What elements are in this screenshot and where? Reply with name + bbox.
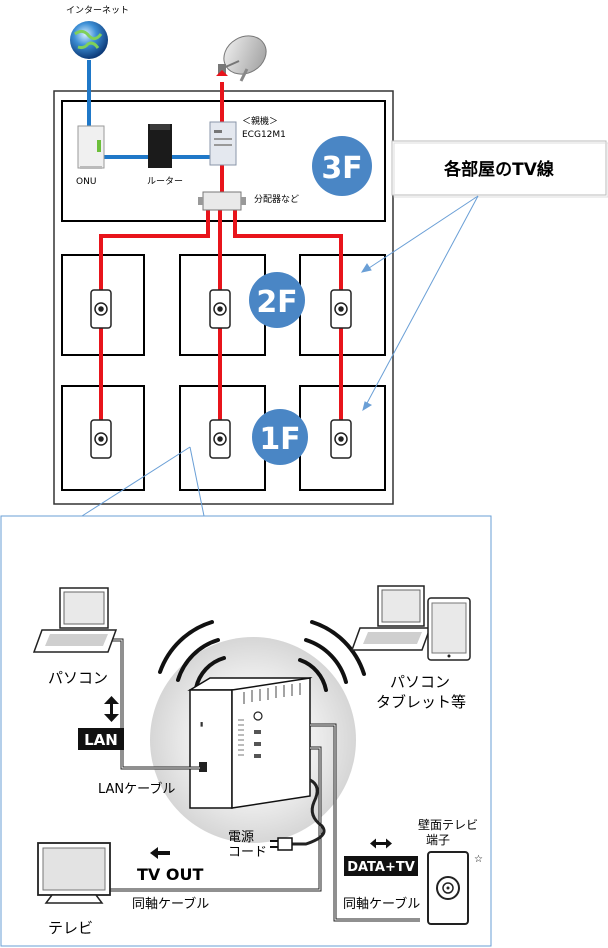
tv-lines <box>99 82 343 420</box>
svg-text:1F: 1F <box>259 422 300 457</box>
lan-badge: LAN <box>78 728 124 750</box>
wifi-waves-icon <box>158 620 366 692</box>
parent-unit-icon <box>209 121 237 166</box>
tablet-label-line1: パソコン <box>390 673 450 691</box>
data-tv-arrow-icon <box>370 838 392 849</box>
onu-device-icon <box>77 125 105 169</box>
splitter-label: 分配器など <box>254 194 299 205</box>
tv-label: テレビ <box>48 919 93 937</box>
svg-text:DATA+TV: DATA+TV <box>347 860 415 875</box>
svg-text:3F: 3F <box>321 151 362 186</box>
lan-lines <box>87 60 210 159</box>
pc-label: パソコン <box>48 669 108 687</box>
power-cord-label-line1: 電源 <box>228 830 254 845</box>
zoom-lines <box>81 446 205 517</box>
laptop-icon-right <box>350 585 432 651</box>
plc-adapter-device-icon: ▮ <box>187 677 313 809</box>
power-plug-icon <box>270 837 293 851</box>
tv-out-arrow-icon <box>150 847 170 859</box>
tablet-label-line2: タブレット等 <box>376 693 466 711</box>
splitter-icon <box>198 191 246 211</box>
internet-label: インターネット <box>66 5 129 16</box>
tablet-icon <box>427 597 471 661</box>
svg-text:▮: ▮ <box>200 721 203 728</box>
wall-tv-terminal-icon <box>427 851 469 925</box>
parent-model: ECG12M1 <box>242 130 286 140</box>
laptop-icon-left <box>32 587 118 653</box>
parent-label: ＜親機＞ <box>242 115 278 127</box>
callout-arrows <box>360 195 479 412</box>
floor-badge-3f: 3F <box>312 136 372 196</box>
callout-label: 各部屋のTV線 <box>443 159 554 180</box>
tv-out-label: TV OUT <box>137 865 203 884</box>
onu-label: ONU <box>76 177 96 187</box>
svg-text:LAN: LAN <box>84 731 118 749</box>
router-label: ルーター <box>147 176 183 187</box>
callout-box: 各部屋のTV線 <box>391 140 608 198</box>
svg-text:2F: 2F <box>256 285 297 320</box>
router-device-icon <box>148 124 172 168</box>
floor-badge-1f: 1F <box>252 409 308 465</box>
floor-badge-2f: 2F <box>249 272 305 328</box>
antenna-connector-icon <box>216 64 228 76</box>
wall-terminal-label-line1: 壁面テレビ <box>418 817 478 832</box>
tv-outlet-icons <box>90 289 352 459</box>
lan-cable-label: LANケーブル <box>98 781 175 797</box>
star-mark: ☆ <box>474 854 483 865</box>
coax-cable-label-right: 同軸ケーブル <box>343 896 420 912</box>
coax-cable-label-left: 同軸ケーブル <box>132 896 209 912</box>
lan-arrow-icon <box>104 696 119 722</box>
power-cord-label-line2: コード <box>228 845 267 860</box>
internet-globe-icon <box>70 21 108 59</box>
cables <box>110 638 420 922</box>
data-tv-badge: DATA+TV <box>344 856 418 876</box>
wall-terminal-label-line2: 端子 <box>426 833 450 847</box>
tv-icon <box>37 842 111 904</box>
